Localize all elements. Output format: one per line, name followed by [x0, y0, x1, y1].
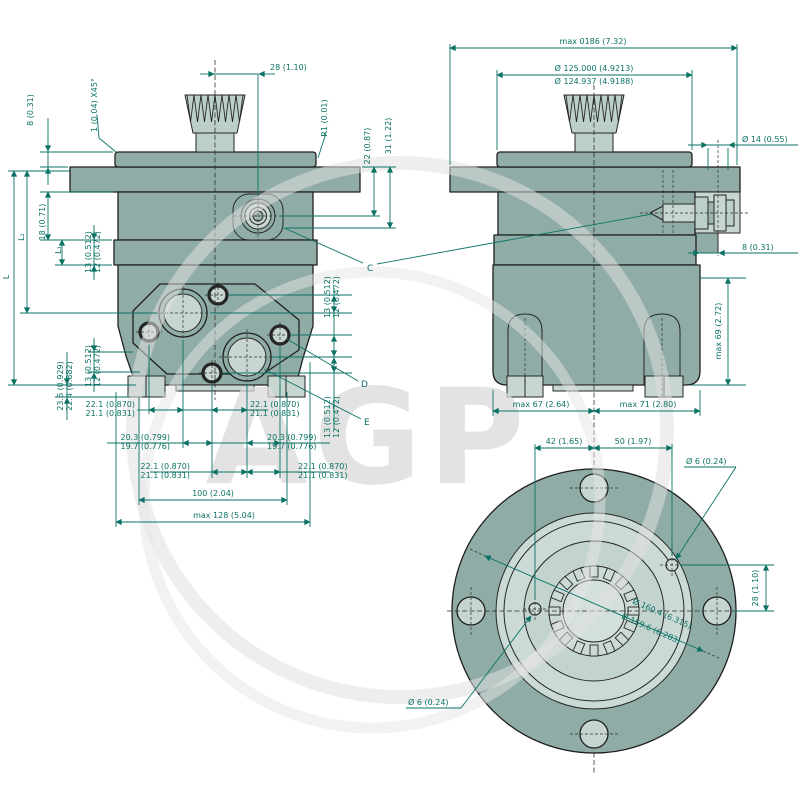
dim-8-front: 8 (0.31) [26, 94, 35, 126]
front-view-dimensions: 28 (1.10) 1 (0.04) X45° 8 (0.31) R1 (0.0… [2, 63, 653, 527]
dim-14: Ø 14 (0.55) [742, 134, 788, 144]
dim-197-r: 19.7 (0.776) [267, 442, 317, 451]
dim-r1: R1 (0.01) [320, 99, 329, 136]
label-e: E [364, 418, 370, 428]
dim-67: max 67 (2.64) [513, 400, 570, 409]
side-view-dimensions: max 0186 (7.32) Ø 125.000 (4.9213) Ø 124… [449, 37, 798, 416]
watermark-text: AGP [205, 361, 530, 515]
dim-12-mu: 12 (0.472) [332, 276, 341, 318]
side-feet [506, 375, 684, 398]
dim-L2: L₂ [17, 233, 26, 241]
side-flange-step [694, 232, 719, 254]
dim-211-r3l: 21.1 (0.831) [141, 471, 191, 480]
dim-211-r3r: 21.1 (0.831) [298, 471, 348, 480]
dim-12-ml: 12 (0.472) [332, 396, 341, 438]
dim-186: max 0186 (7.32) [560, 37, 627, 46]
dim-8-side: 8 (0.31) [742, 243, 774, 252]
dim-12-ll: 12 (0.472) [93, 345, 102, 387]
dim-chamfer: 1 (0.04) X45° [90, 78, 99, 132]
dim-125-max: Ø 125.000 (4.9213) [555, 63, 634, 73]
dim-28-flange: 28 (1.10) [751, 570, 760, 607]
dim-203-r: 20.3 (0.799) [267, 433, 317, 442]
mounting-hole-bottom [579, 719, 609, 749]
dim-69: max 69 (2.72) [714, 303, 723, 360]
dim-42: 42 (1.65) [546, 437, 583, 446]
front-pilot-collar [114, 151, 317, 168]
dim-31: 31 (1.22) [384, 118, 393, 155]
dim-6-upper: Ø 6 (0.24) [686, 456, 727, 466]
dim-18: 18 (0.71) [38, 204, 47, 241]
dim-71: max 71 (2.80) [620, 400, 677, 409]
front-shaft [195, 130, 235, 153]
side-pilot-collar [496, 151, 693, 168]
dim-221-r1r: 22.1 (0.870) [250, 400, 300, 409]
dim-221-r3l: 22.1 (0.870) [141, 462, 191, 471]
dim-13-mu: 13 (0.512) [323, 276, 332, 318]
dim-13-ml: 13 (0.512) [323, 396, 332, 438]
dim-224: 22.4 (0.882) [65, 361, 74, 411]
dim-236: 23.6 (0.929) [56, 361, 65, 411]
dim-12-ul: 12 (0.472) [93, 231, 102, 273]
dim-100: 100 (2.04) [192, 489, 234, 498]
dim-221-r3r: 22.1 (0.870) [298, 462, 348, 471]
dim-13-ul: 13 (0.512) [84, 231, 93, 273]
dim-6-lower: Ø 6 (0.24) [408, 697, 449, 707]
dim-L1: L₁ [54, 246, 63, 254]
dim-22: 22 (0.87) [363, 128, 372, 165]
dim-211-r1l: 21.1 (0.831) [86, 409, 136, 418]
dim-197-l: 19.7 (0.776) [121, 442, 171, 451]
dim-28-front: 28 (1.10) [270, 63, 307, 72]
label-c: C [367, 264, 373, 274]
dim-13-ll: 13 (0.512) [84, 345, 93, 387]
dim-L: L [2, 274, 11, 279]
dim-203-l: 20.3 (0.799) [121, 433, 171, 442]
dim-50: 50 (1.97) [615, 437, 652, 446]
label-d: D [361, 380, 368, 390]
dim-221-r1l: 22.1 (0.870) [86, 400, 136, 409]
dim-211-r1r: 21.1 (0.831) [250, 409, 300, 418]
dim-125-min: Ø 124.937 (4.9188) [555, 76, 634, 86]
dim-128: max 128 (5.04) [193, 511, 255, 520]
